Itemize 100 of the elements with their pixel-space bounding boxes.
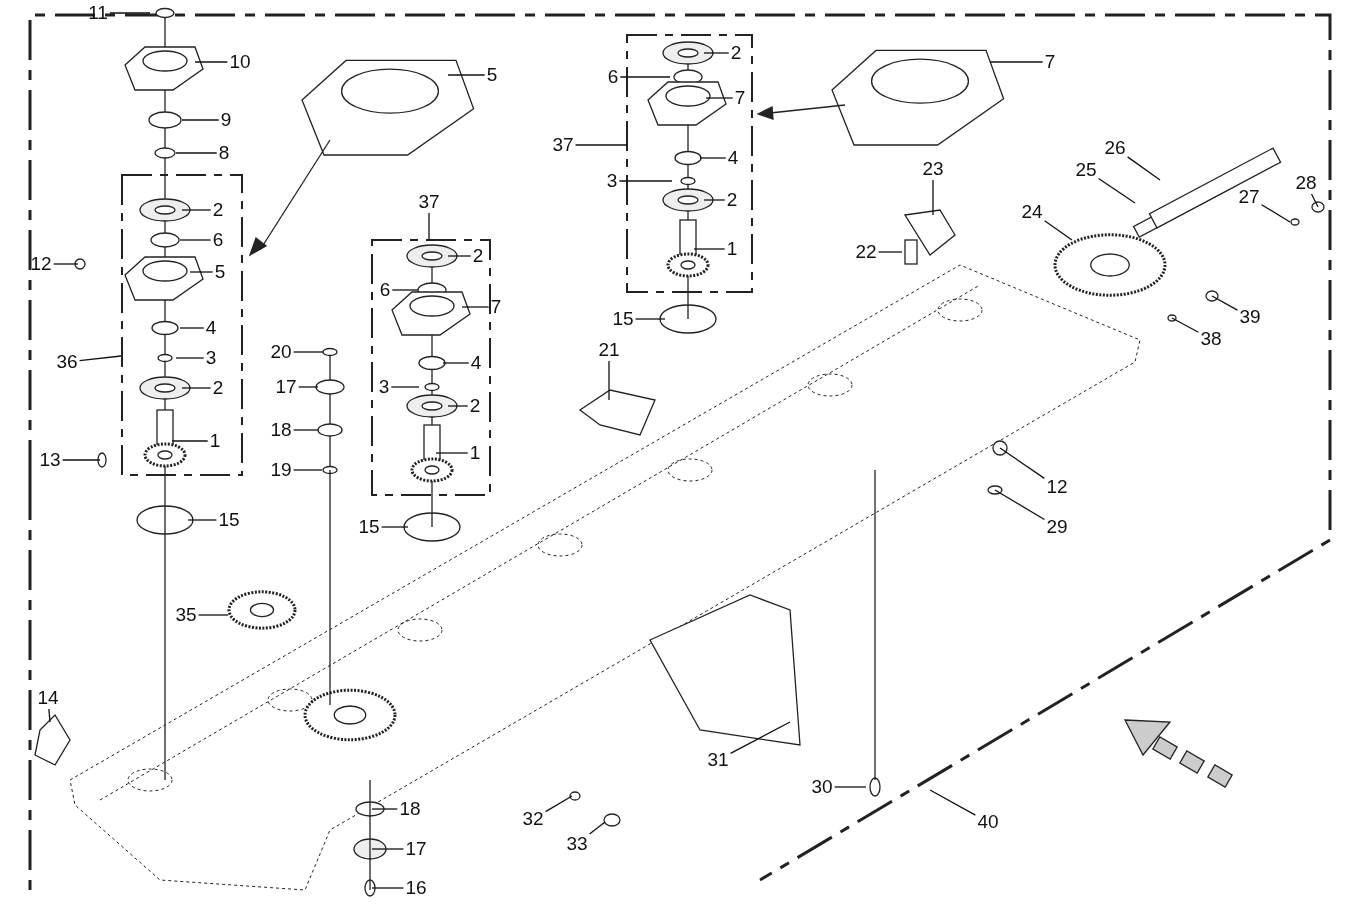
leader-line	[608, 360, 610, 401]
callout-number: 40	[976, 812, 1000, 832]
callout-number: 6	[606, 67, 620, 87]
leader-line	[705, 97, 734, 99]
leader-line	[999, 447, 1046, 480]
callout-number: 11	[87, 3, 109, 23]
leader-line	[171, 440, 209, 442]
callout-number: 4	[726, 148, 740, 168]
callout-number: 31	[706, 750, 730, 770]
callout-number: 24	[1020, 202, 1044, 222]
callout-number: 3	[204, 348, 218, 368]
leader-line	[175, 152, 218, 154]
leader-line	[1211, 295, 1239, 311]
leader-line	[447, 255, 472, 257]
callout-number: 4	[469, 353, 483, 373]
leader-line	[292, 469, 323, 471]
leader-line	[78, 355, 122, 362]
leader-line	[181, 119, 220, 121]
callout-number: 13	[38, 450, 62, 470]
callout-number: 15	[217, 510, 241, 530]
leader-line	[588, 821, 606, 835]
leader-line	[1310, 193, 1319, 208]
callout-number: 37	[417, 192, 441, 212]
leader-line	[442, 362, 470, 364]
callout-number: 33	[565, 834, 589, 854]
leader-line	[929, 789, 977, 816]
leader-line	[48, 708, 51, 723]
callout-number: 32	[521, 809, 545, 829]
leader-line	[544, 795, 573, 813]
callout-number: 39	[1238, 307, 1262, 327]
callout-number: 3	[605, 171, 619, 191]
callout-number: 20	[269, 342, 293, 362]
leader-line	[693, 248, 726, 250]
callout-number: 15	[611, 309, 635, 329]
callout-number: 2	[725, 190, 739, 210]
leader-line	[1260, 204, 1291, 223]
callout-number: 26	[1103, 138, 1127, 158]
leader-line	[574, 144, 628, 146]
leader-line	[994, 489, 1046, 521]
callout-number: 25	[1074, 160, 1098, 180]
callout-number: 8	[217, 143, 231, 163]
callout-number: 18	[269, 420, 293, 440]
leader-line	[52, 263, 79, 265]
callout-number: 18	[398, 799, 422, 819]
callout-number: 6	[378, 280, 392, 300]
callout-number: 27	[1237, 187, 1261, 207]
callout-number: 2	[471, 246, 485, 266]
callout-number: 29	[1045, 517, 1069, 537]
callout-number: 6	[211, 230, 225, 250]
callout-number: 1	[208, 431, 222, 451]
leader-line	[699, 157, 727, 159]
callout-number: 2	[211, 200, 225, 220]
leader-line	[371, 848, 405, 850]
leader-line	[703, 199, 726, 201]
leader-line	[1171, 317, 1200, 333]
leader-line	[619, 76, 671, 78]
leader-line	[194, 61, 229, 63]
callout-number: 9	[219, 110, 233, 130]
leader-line	[187, 519, 218, 521]
callout-number: 12	[1045, 477, 1069, 497]
leader-line	[197, 614, 229, 616]
callout-number: 3	[377, 377, 391, 397]
leader-line	[175, 357, 205, 359]
callout-number: 2	[468, 396, 482, 416]
leader-line	[292, 351, 324, 353]
callout-number: 35	[174, 605, 198, 625]
leader-line	[109, 12, 151, 14]
callout-number: 2	[211, 378, 225, 398]
leader-line	[189, 271, 214, 273]
leader-line	[1126, 156, 1161, 181]
callout-number: 17	[274, 377, 298, 397]
leader-line	[461, 306, 490, 308]
callout-number: 23	[921, 159, 945, 179]
leader-line	[390, 386, 420, 388]
callout-number: 17	[404, 839, 428, 859]
callout-number: 7	[489, 297, 503, 317]
leader-line	[181, 387, 212, 389]
leader-line	[729, 721, 791, 755]
callout-number: 36	[55, 352, 79, 372]
callout-number: 22	[854, 242, 878, 262]
leader-line	[292, 429, 319, 431]
callout-number: 1	[468, 443, 482, 463]
callout-number: 12	[29, 254, 53, 274]
leader-line	[380, 526, 409, 528]
leader-line	[428, 212, 430, 241]
leader-line	[435, 452, 469, 454]
callout-number: 19	[269, 460, 293, 480]
leader-line	[371, 808, 399, 810]
leader-line	[61, 459, 101, 461]
leader-line	[179, 239, 212, 241]
callout-number: 5	[485, 65, 499, 85]
leader-line	[634, 318, 666, 320]
callout-number: 38	[1199, 329, 1223, 349]
callout-number: 37	[551, 135, 575, 155]
callout-number: 30	[810, 777, 834, 797]
leader-line	[1097, 177, 1136, 204]
leader-line	[391, 289, 419, 291]
callout-number: 16	[404, 878, 428, 898]
callout-number: 15	[357, 517, 381, 537]
leader-line	[447, 405, 469, 407]
